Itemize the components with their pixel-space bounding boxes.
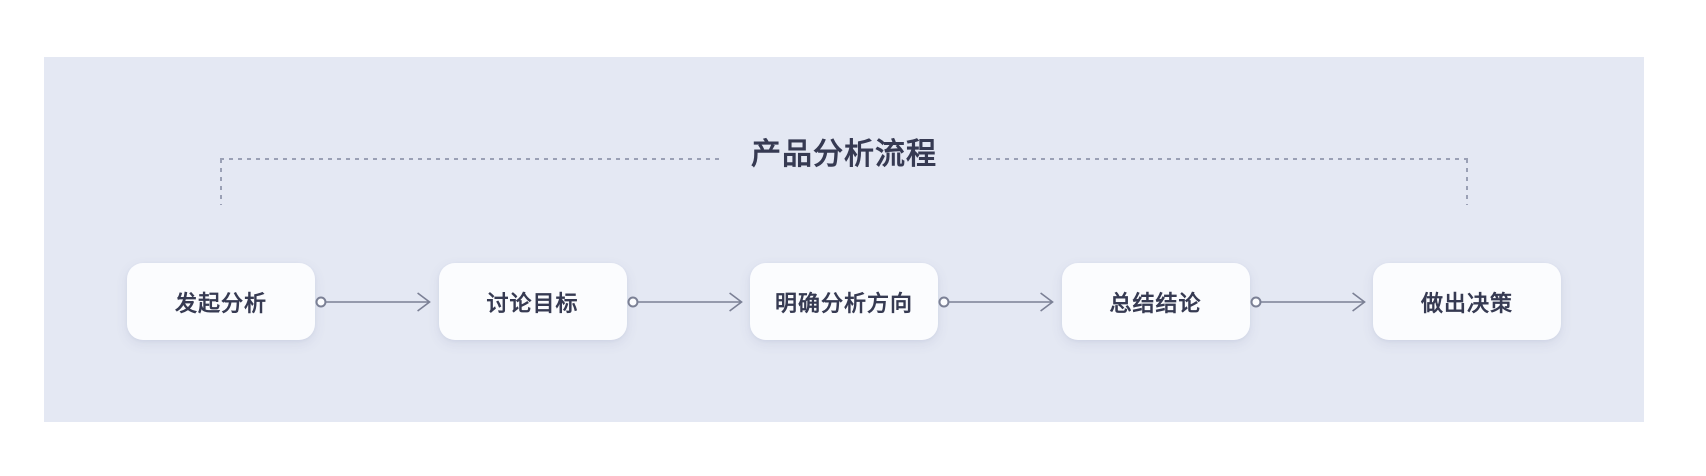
bracket-left-tick	[220, 159, 222, 205]
bracket-right-tick	[1466, 159, 1468, 205]
circle-line-arrow-right-icon	[1250, 289, 1374, 315]
flow-step-summarize-conclusions: 总结结论	[1061, 263, 1250, 340]
flow-step-label: 发起分析	[174, 290, 267, 316]
flow-connector	[1250, 289, 1374, 315]
circle-line-arrow-right-icon	[315, 289, 439, 315]
diagram-title: 产品分析流程	[751, 138, 937, 171]
flow-step-make-decisions: 做出决策	[1373, 263, 1561, 340]
flow-connector	[938, 289, 1062, 315]
flow-step-label: 讨论目标	[486, 290, 579, 316]
bracket-dash-right	[969, 158, 1468, 160]
flow-connector	[315, 289, 439, 315]
process-bracket: 产品分析流程	[220, 138, 1468, 205]
flow-step-label: 明确分析方向	[774, 290, 913, 316]
diagram-panel: 产品分析流程 发起分析 讨论目标 明确分析方向	[44, 57, 1644, 422]
flow-step-label: 做出决策	[1420, 290, 1513, 316]
flow-connector	[627, 289, 751, 315]
flow-row: 发起分析 讨论目标 明确分析方向	[127, 263, 1561, 340]
circle-line-arrow-right-icon	[938, 289, 1062, 315]
flow-step-clarify-analysis-direction: 明确分析方向	[750, 263, 938, 340]
flow-step-initiate-analysis: 发起分析	[127, 263, 315, 340]
flow-step-label: 总结结论	[1109, 290, 1202, 316]
flow-step-discuss-goals: 讨论目标	[438, 263, 627, 340]
circle-line-arrow-right-icon	[627, 289, 751, 315]
bracket-dash-left	[220, 158, 719, 160]
